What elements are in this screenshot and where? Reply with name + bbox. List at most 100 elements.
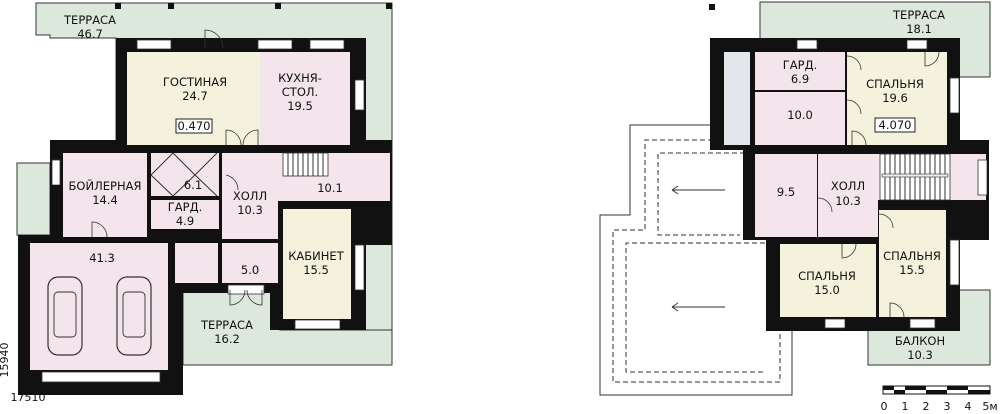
scale-label: 0 <box>881 400 888 413</box>
room-kitchen <box>260 52 350 145</box>
door <box>204 29 224 49</box>
scale-label: 3 <box>944 400 951 413</box>
room-hall <box>222 153 390 239</box>
window <box>977 159 988 196</box>
terrace-bottom-area-label: 16.2 <box>214 332 240 346</box>
bedroom2-area: 15.0 <box>814 283 840 297</box>
door <box>924 51 940 67</box>
terrace-area-label: 18.1 <box>906 22 932 36</box>
room-bedroom-2 <box>780 244 876 317</box>
room-bath <box>151 153 219 196</box>
door <box>841 243 857 259</box>
window <box>309 39 345 50</box>
door <box>817 197 833 213</box>
slope-arrow-icon <box>671 302 725 312</box>
dimension-width: 17510 <box>11 391 46 404</box>
room-wardrobe <box>151 200 219 229</box>
balcony-area-label: 10.3 <box>907 348 933 362</box>
bedroom1-area: 19.6 <box>882 91 908 105</box>
door <box>846 55 862 71</box>
hall2-area: 10.1 <box>317 181 343 195</box>
shaft <box>724 52 750 145</box>
boiler-area: 14.4 <box>92 193 118 207</box>
window <box>824 318 846 329</box>
room-boiler <box>63 153 147 237</box>
level-marker <box>175 118 213 134</box>
wardrobe-area: 6.9 <box>791 72 809 86</box>
garage-roof-outline <box>599 124 793 396</box>
window <box>136 39 172 50</box>
window <box>949 77 960 114</box>
kitchen-area: 19.5 <box>287 99 313 113</box>
column <box>168 3 174 9</box>
room-entry <box>222 243 278 283</box>
scale-label: 4 <box>965 400 972 413</box>
window <box>909 318 936 329</box>
window <box>257 39 293 50</box>
tile-pattern <box>150 152 218 197</box>
terrace-label: ТЕРРАСА <box>892 8 945 22</box>
column <box>275 3 281 9</box>
room-bath-2 <box>755 154 817 237</box>
bedroom1-label: СПАЛЬНЯ <box>866 77 924 91</box>
hall-area: 10.3 <box>835 194 861 208</box>
floor-2-plan: ТЕРРАСА 18.1 ГАРД. 6.9 10.0 СПАЛЬНЯ 19.6… <box>599 1 991 396</box>
garage-area: 41.3 <box>89 251 115 265</box>
room-bath-1 <box>755 92 845 145</box>
garage-roof-dashed <box>612 139 781 383</box>
door <box>851 130 867 146</box>
stairs <box>282 152 329 177</box>
wardrobe-area: 4.9 <box>176 214 194 228</box>
bedroom3-area: 15.5 <box>899 263 925 277</box>
bath-area: 6.1 <box>184 178 202 192</box>
kitchen-label-2: СТОЛ. <box>282 85 318 99</box>
balcony-label: БАЛКОН <box>895 334 945 348</box>
window <box>51 159 61 186</box>
door <box>225 174 239 191</box>
window <box>294 319 341 330</box>
scale-label: 1 <box>902 400 909 413</box>
marker <box>709 4 715 10</box>
hall-area: 10.3 <box>237 203 263 217</box>
living-label: ГОСТИНАЯ <box>163 75 227 89</box>
window <box>354 244 365 291</box>
window <box>227 284 265 295</box>
door <box>225 129 259 146</box>
door <box>229 289 263 306</box>
terrace-top-label: ТЕРРАСА <box>63 13 116 27</box>
floor-1-plan: ТЕРРАСА 46.7 ГОСТИНАЯ 24.7 0.470 КУХНЯ- … <box>0 2 393 404</box>
garage-door <box>41 371 161 383</box>
hall-label: ХОЛЛ <box>831 179 865 193</box>
slope-arrow-icon <box>671 185 725 195</box>
dimension-height: 15940 <box>0 343 11 378</box>
car-icon <box>116 276 152 356</box>
window <box>949 239 960 286</box>
room-office <box>283 209 351 319</box>
boiler-label: БОЙЛЕРНАЯ <box>69 178 142 193</box>
hall-label: ХОЛЛ <box>233 189 267 203</box>
window <box>906 39 928 50</box>
wardrobe-label: ГАРД. <box>168 200 202 214</box>
terrace-top-area-label: 46.7 <box>77 27 103 41</box>
terrace-bottom-label: ТЕРРАСА <box>200 318 253 332</box>
scale-bar: 0 1 2 3 4 5м <box>881 385 998 413</box>
scale-label: 5м <box>982 400 997 413</box>
kitchen-label-1: КУХНЯ- <box>278 71 322 85</box>
door <box>91 221 108 238</box>
window <box>796 39 818 50</box>
bedroom1-level: 4.070 <box>879 118 912 132</box>
porch-left <box>16 162 51 236</box>
column <box>386 3 392 9</box>
vestibule-area: 5.0 <box>241 263 259 277</box>
office-label: КАБИНЕТ <box>288 249 344 263</box>
door <box>846 99 862 115</box>
room-wardrobe <box>755 52 845 90</box>
room-vestibule <box>175 243 218 283</box>
stairs <box>879 153 951 201</box>
garage-roof-dashed-inner <box>625 152 765 373</box>
level-marker <box>874 117 916 133</box>
wardrobe-label: ГАРД. <box>783 58 817 72</box>
door <box>878 213 894 229</box>
bedroom3-label: СПАЛЬНЯ <box>883 249 941 263</box>
